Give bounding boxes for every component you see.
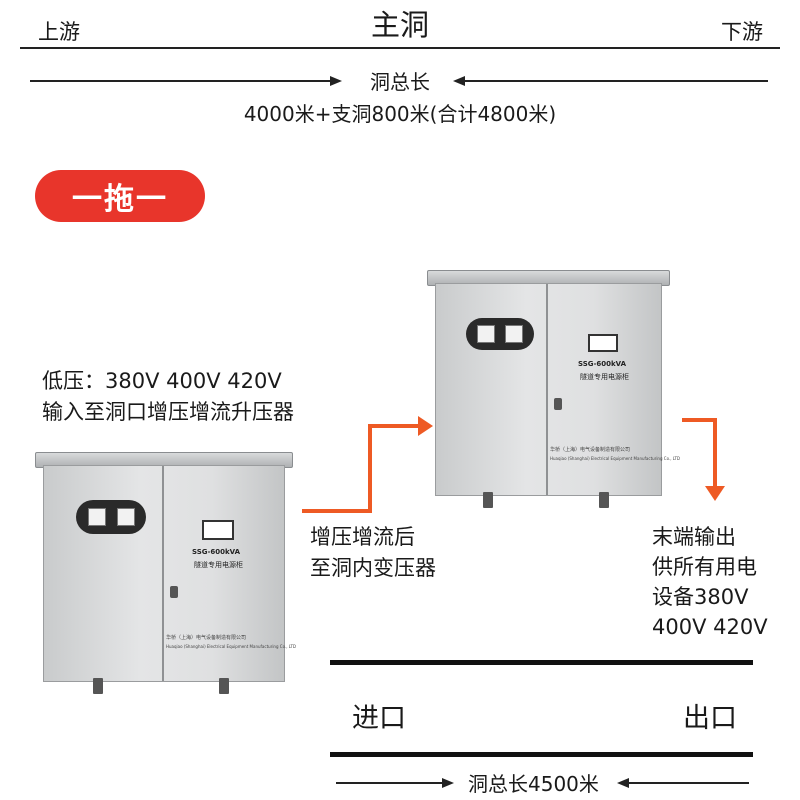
- manufacturer-cn: 华桥（上海）电气设备制造有限公司: [550, 447, 631, 453]
- input-voltage-line: 低压：380V 400V 420V: [42, 369, 282, 393]
- cabinet-foot: [219, 678, 229, 694]
- input-route-line: 输入至洞口增压增流升压器: [42, 400, 294, 424]
- cabinet-body: SSG-600kVA 隧道专用电源柜 华桥（上海）电气设备制造有限公司 Huaq…: [43, 465, 296, 682]
- door-handle: [554, 398, 562, 410]
- cabinet-subtitle: 隧道专用电源柜: [580, 373, 629, 381]
- booster-cabinet: SSG-600kVA 隧道专用电源柜 华桥（上海）电气设备制造有限公司 Huaq…: [35, 452, 296, 694]
- downstream-label: 下游: [721, 20, 763, 44]
- manufacturer-en: Huaqiao (Shanghai) Electrical Equipment …: [166, 644, 296, 649]
- bottom-total-length: 洞总长4500米: [468, 772, 599, 796]
- door-handle: [170, 586, 178, 598]
- meter-window: [466, 318, 534, 350]
- input-description: 低压：380V 400V 420V 输入至洞口增压增流升压器: [42, 366, 294, 428]
- output-line-1: 末端输出: [652, 525, 736, 549]
- cabinet-body: SSG-600kVA 隧道专用电源柜 华桥（上海）电气设备制造有限公司 Huaq…: [435, 283, 680, 496]
- inlet-label: 进口: [352, 703, 406, 734]
- voltmeter-icon: [477, 325, 495, 343]
- door-split: [546, 284, 548, 495]
- arrow-right-icon: [330, 75, 342, 86]
- length-formula: 4000米+支洞800米(合计4800米): [243, 102, 557, 126]
- cabinet-subtitle: 隧道专用电源柜: [194, 561, 243, 569]
- length-arrow-right-line: [463, 80, 768, 82]
- cabinet-foot: [599, 492, 609, 508]
- mode-badge: 一拖一: [35, 170, 205, 222]
- meter-window: [76, 500, 146, 534]
- arrow-left-icon: [617, 777, 629, 788]
- output-line-3: 设备380V: [652, 585, 749, 609]
- manufacturer-cn: 华桥（上海）电气设备制造有限公司: [166, 635, 247, 641]
- output-line-4: 400V 420V: [652, 615, 768, 639]
- total-length-label: 洞总长: [370, 70, 430, 94]
- flow-arrow-segment: [368, 424, 420, 428]
- output-arrow-segment: [682, 418, 717, 422]
- tunnel-bottom-wall: [330, 752, 753, 757]
- ammeter-icon: [505, 325, 523, 343]
- door-split: [162, 466, 164, 681]
- flow-arrow-down-icon: [705, 486, 725, 501]
- boost-line-2: 至洞内变压器: [310, 556, 436, 580]
- header-divider: [20, 47, 780, 49]
- flow-arrow-segment: [302, 509, 372, 513]
- output-arrow-segment: [713, 418, 717, 488]
- indicator-plate: [202, 520, 234, 540]
- voltmeter-icon: [87, 508, 106, 526]
- manufacturer-en: Huaqiao (Shanghai) Electrical Equipment …: [550, 456, 680, 461]
- cabinet-model: SSG-600kVA: [192, 548, 241, 556]
- cabinet-foot: [93, 678, 103, 694]
- flow-arrow-right-icon: [418, 416, 433, 436]
- flow-arrow-segment: [368, 424, 372, 513]
- bottom-length-line-right: [627, 782, 749, 784]
- indicator-plate: [588, 334, 618, 352]
- outlet-label: 出口: [683, 703, 737, 734]
- arrow-left-icon: [453, 75, 465, 86]
- output-description: 末端输出 供所有用电 设备380V 400V 420V: [652, 522, 768, 642]
- upstream-label: 上游: [38, 20, 80, 44]
- main-tunnel-title: 主洞: [370, 8, 429, 42]
- ammeter-icon: [116, 508, 135, 526]
- length-arrow-left-line: [30, 80, 335, 82]
- cabinet-foot: [483, 492, 493, 508]
- boost-description: 增压增流后 至洞内变压器: [310, 522, 436, 584]
- output-line-2: 供所有用电: [652, 555, 757, 579]
- arrow-right-icon: [442, 777, 454, 788]
- cabinet-model: SSG-600kVA: [578, 360, 627, 368]
- bottom-length-line-left: [336, 782, 446, 784]
- tunnel-transformer-cabinet: SSG-600kVA 隧道专用电源柜 华桥（上海）电气设备制造有限公司 Huaq…: [427, 270, 680, 508]
- tunnel-top-wall: [330, 660, 753, 665]
- boost-line-1: 增压增流后: [310, 525, 415, 549]
